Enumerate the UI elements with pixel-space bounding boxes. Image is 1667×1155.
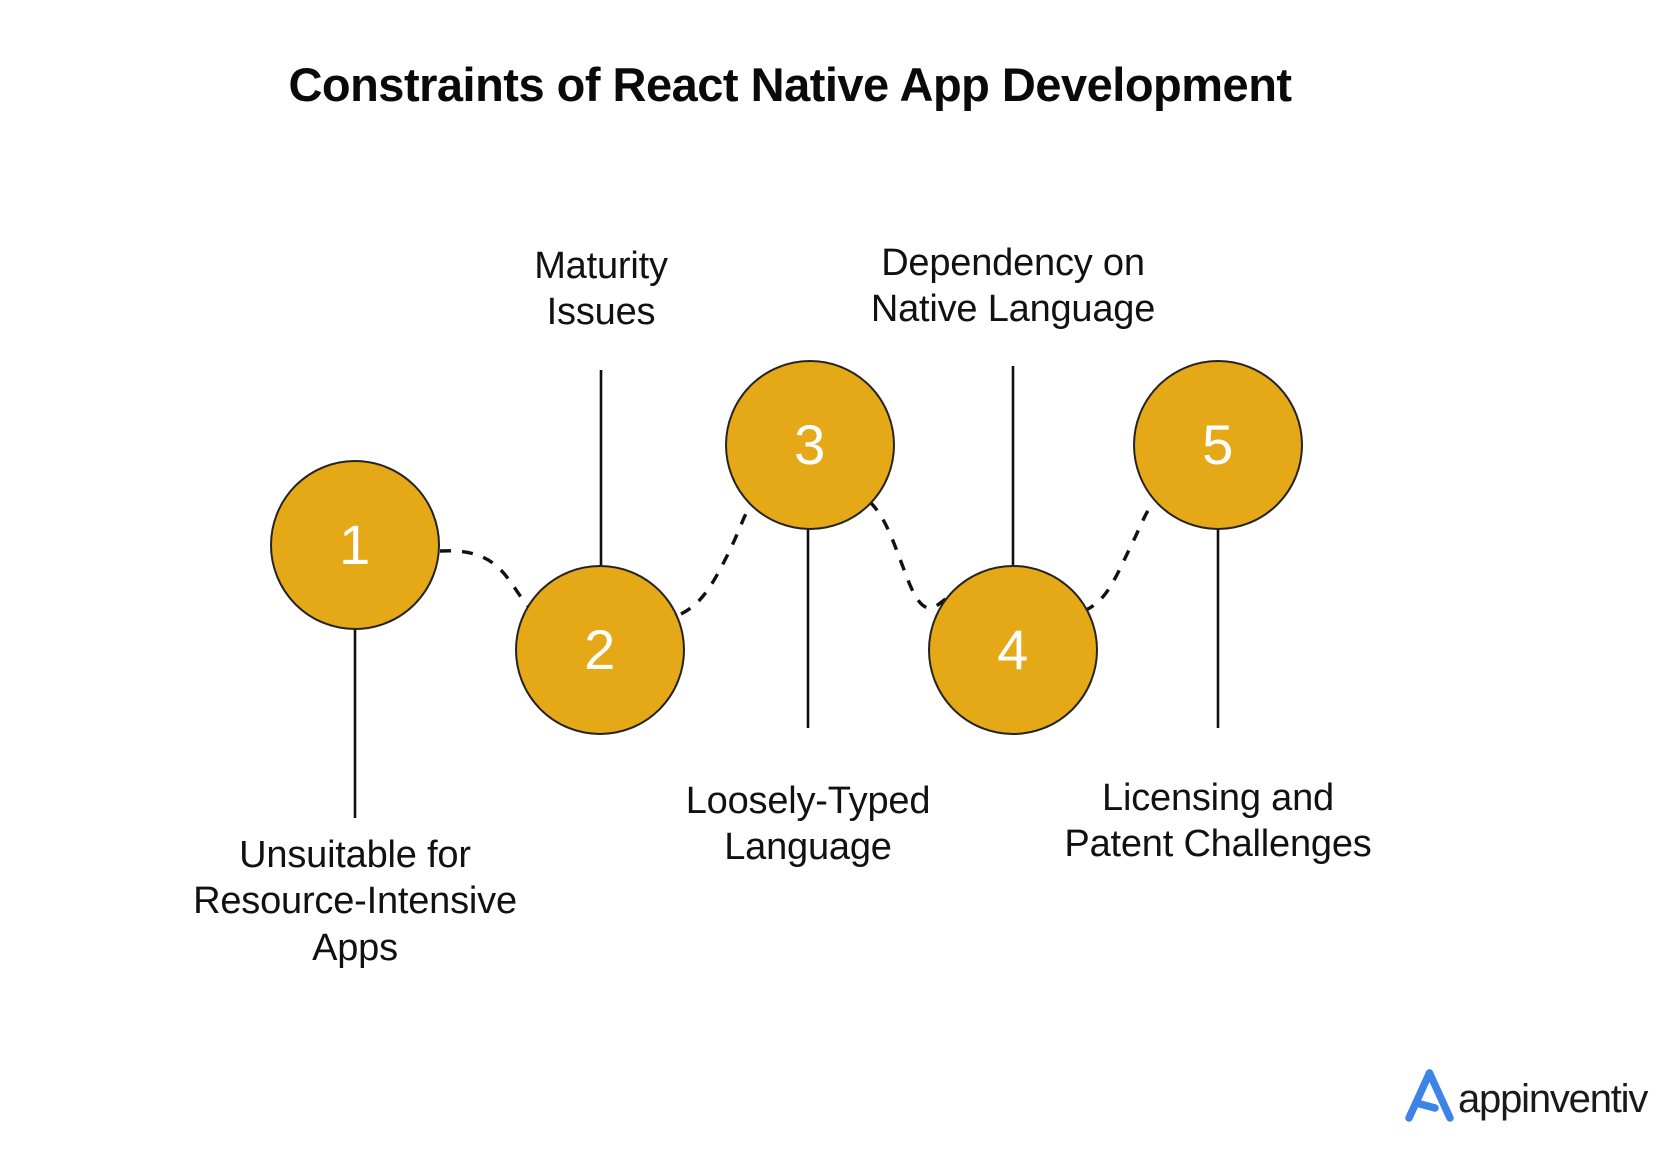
node-label-5: Licensing and Patent Challenges <box>1064 777 1372 866</box>
node-number-5: 5 <box>1202 413 1234 476</box>
appinventiv-wordmark: appinventiv <box>1458 1076 1648 1121</box>
node-number-1: 1 <box>339 513 371 576</box>
node-circle-3[interactable]: 3 <box>725 360 895 530</box>
node-circle-1[interactable]: 1 <box>270 460 440 630</box>
node-circle-5[interactable]: 5 <box>1133 360 1303 530</box>
connector-2-3 <box>680 503 754 616</box>
node-number-3: 3 <box>794 413 826 476</box>
appinventiv-mark-icon <box>1405 1069 1454 1122</box>
node-circle-2[interactable]: 2 <box>515 565 685 735</box>
appinventiv-logo[interactable]: appinventiv <box>1400 1068 1648 1126</box>
node-label-1: Unsuitable for Resource-Intensive Apps <box>193 834 517 969</box>
node-label-2: Maturity Issues <box>534 245 668 334</box>
node-label-3: Loosely-Typed Language <box>685 780 931 869</box>
page-title: Constraints of React Native App Developm… <box>288 58 1292 111</box>
node-number-2: 2 <box>584 618 616 681</box>
node-number-4: 4 <box>997 618 1029 681</box>
connector-4-5 <box>1083 503 1154 613</box>
connector-3-4 <box>868 500 950 610</box>
node-label-4: Dependency on Native Language <box>870 242 1156 331</box>
node-circle-4[interactable]: 4 <box>928 565 1098 735</box>
